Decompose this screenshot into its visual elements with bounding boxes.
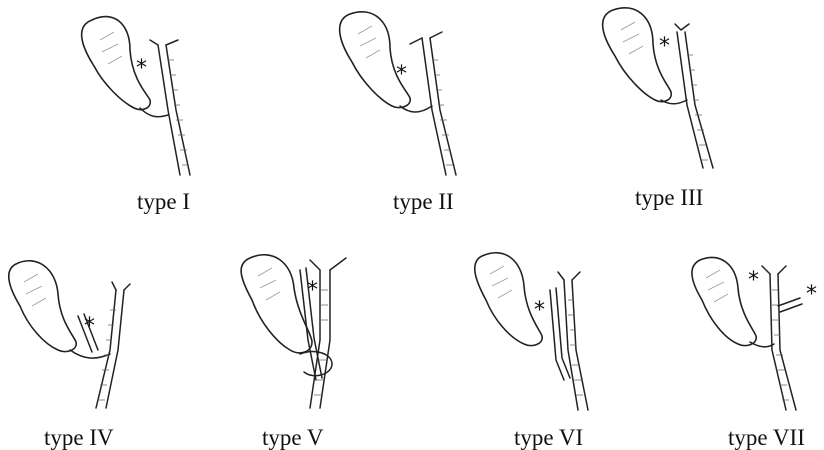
cystic-duct	[749, 341, 775, 348]
gallbladder	[474, 251, 543, 347]
common-duct	[421, 37, 447, 176]
panel-type-3: * type III	[525, 0, 824, 225]
accessory-duct-right	[777, 297, 801, 307]
hepatic-branch	[409, 31, 443, 45]
hepatic-branch	[111, 281, 131, 291]
accessory-duct	[299, 269, 317, 381]
type-5-illustration	[240, 253, 347, 409]
accessory-duct	[549, 289, 565, 381]
common-duct	[676, 31, 704, 169]
duct-loop	[299, 350, 333, 377]
annotation-asterisk: *	[136, 56, 147, 81]
caption-type-7: type VII	[728, 425, 805, 450]
caption-type-6: type VI	[514, 425, 584, 450]
caption-type-5: type V	[262, 425, 324, 450]
panel-type-4: * type IV	[0, 230, 220, 449]
panel-type-7: * * type VII	[660, 230, 824, 449]
type-4-illustration	[8, 259, 131, 409]
gallbladder	[338, 11, 411, 109]
annotation-asterisk: *	[659, 34, 670, 59]
caption-type-1: type I	[137, 189, 191, 214]
type-1-illustration	[80, 15, 191, 176]
annotation-asterisk: *	[396, 62, 407, 87]
gallbladder	[601, 7, 673, 103]
panel-type-1: * type I	[0, 0, 250, 225]
hepatic-branch	[674, 23, 690, 31]
panel-type-5: * type V	[220, 230, 460, 449]
type-3-illustration	[601, 7, 714, 169]
cystic-duct	[139, 107, 169, 118]
gallbladder	[691, 256, 757, 347]
common-duct	[157, 44, 181, 176]
common-duct	[309, 269, 321, 409]
panel-type-2: * type II	[250, 0, 525, 225]
hepatic-branch	[557, 271, 581, 281]
type-7-illustration	[691, 256, 803, 411]
gallbladder	[240, 253, 313, 354]
gallbladder	[80, 15, 152, 111]
type-6-illustration	[474, 251, 589, 411]
hepatic-branch	[309, 257, 347, 271]
caption-type-2: type II	[393, 189, 454, 214]
common-duct	[563, 279, 579, 411]
cystic-duct	[69, 349, 111, 359]
annotation-asterisk: *	[806, 282, 817, 307]
common-duct	[95, 289, 117, 409]
annotation-asterisk: *	[748, 268, 759, 293]
common-duct	[769, 273, 787, 411]
annotation-asterisk: *	[534, 298, 545, 323]
type-2-illustration	[338, 11, 457, 176]
annotation-asterisk: *	[84, 314, 95, 339]
cystic-duct	[399, 105, 433, 113]
caption-type-4: type IV	[44, 425, 114, 450]
hepatic-branch	[149, 39, 179, 46]
accessory-duct	[77, 315, 93, 353]
hepatic-branch	[761, 265, 787, 275]
cystic-duct	[660, 99, 688, 105]
annotation-asterisk: *	[307, 278, 318, 303]
caption-type-3: type III	[635, 185, 704, 210]
panel-type-6: * type VI	[460, 230, 660, 449]
gallbladder	[8, 259, 77, 353]
